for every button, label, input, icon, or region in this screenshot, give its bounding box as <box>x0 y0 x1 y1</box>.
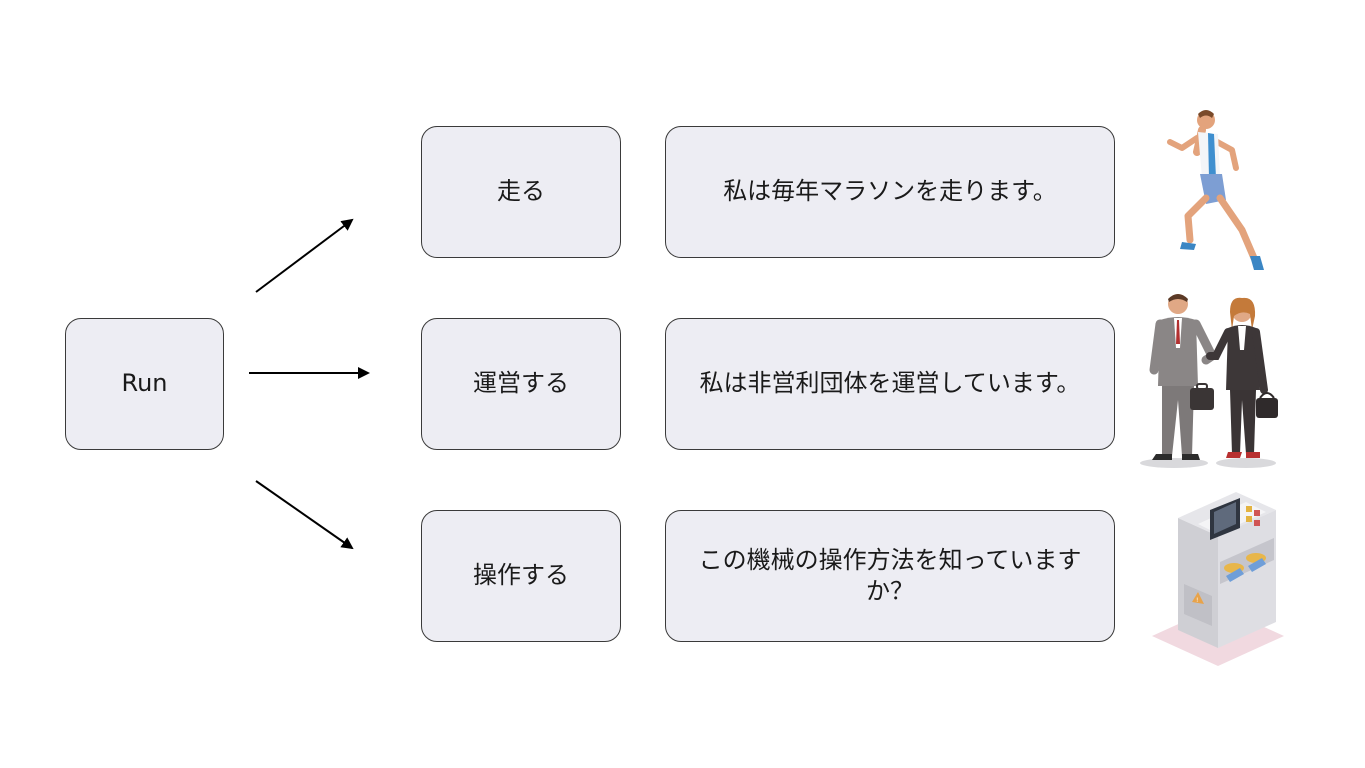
arrow-to-row-1 <box>255 218 354 293</box>
business-people-icon <box>1140 294 1278 468</box>
machine-icon: ! <box>1152 492 1284 666</box>
svg-text:!: ! <box>1196 597 1198 604</box>
arrow-to-row-3 <box>255 480 354 550</box>
sentence-text-2: 私は非営利団体を運営しています。 <box>699 369 1081 398</box>
runner-icon <box>1167 110 1264 270</box>
verb-label-2: 運営する <box>473 369 569 398</box>
verb-label-1: 走る <box>497 177 545 206</box>
verb-label-3: 操作する <box>473 561 569 590</box>
sentence-box-2: 私は非営利団体を運営しています。 <box>665 318 1115 450</box>
verb-box-1: 走る <box>421 126 621 258</box>
source-word-box: Run <box>65 318 224 450</box>
verb-box-2: 運営する <box>421 318 621 450</box>
sentence-box-1: 私は毎年マラソンを走ります。 <box>665 126 1115 258</box>
source-word-label: Run <box>121 369 168 398</box>
sentence-box-3: この機械の操作方法を知っていますか？ <box>665 510 1115 642</box>
sentence-text-3: この機械の操作方法を知っていますか？ <box>698 545 1082 605</box>
verb-box-3: 操作する <box>421 510 621 642</box>
sentence-text-1: 私は毎年マラソンを走ります。 <box>723 177 1057 206</box>
